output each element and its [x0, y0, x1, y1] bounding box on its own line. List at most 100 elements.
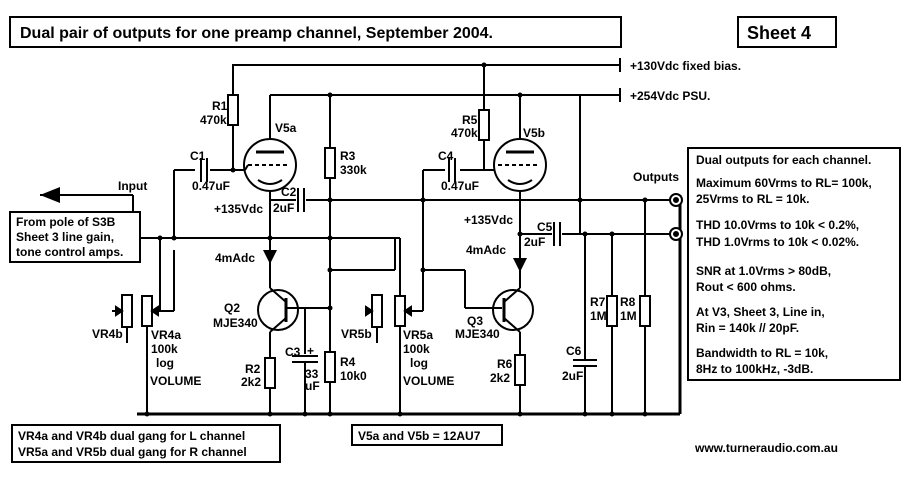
- c4-name: C4: [438, 149, 454, 163]
- junction-dots: [144, 62, 648, 417]
- r2-value: 2k2: [241, 375, 261, 389]
- r7-name: R7: [590, 295, 606, 309]
- r3-name: R3: [340, 149, 356, 163]
- r1-name: R1: [212, 99, 228, 113]
- r4-value: 10k0: [340, 369, 367, 383]
- tube-v5a: [243, 138, 297, 238]
- r2-name: R2: [245, 362, 261, 376]
- r5-value: 470k: [451, 126, 478, 140]
- vr5a-name: VR5a: [403, 328, 433, 342]
- spec-line-6: SNR at 1.0Vrms > 80dB,: [696, 264, 831, 278]
- c6-name: C6: [566, 344, 582, 358]
- spec-line-1: Dual outputs for each channel.: [696, 153, 871, 167]
- sheet-box: Sheet 4: [737, 16, 837, 48]
- input-label: Input: [118, 179, 147, 193]
- c5-name: C5: [537, 220, 553, 234]
- resistor-r3: [324, 147, 336, 179]
- resistor-r6: [514, 354, 526, 386]
- r7-value: 1M: [590, 309, 607, 323]
- q3-name: Q3: [467, 314, 483, 328]
- c3-value2: uF: [305, 379, 320, 393]
- c1-name: C1: [190, 149, 206, 163]
- spec-line-3: 25Vrms to RL = 10k.: [696, 192, 810, 206]
- current-left: 4mAdc: [215, 251, 255, 265]
- r5-name: R5: [462, 113, 478, 127]
- c1-value: 0.47uF: [192, 179, 230, 193]
- diagram-title: Dual pair of outputs for one preamp chan…: [20, 25, 493, 42]
- spec-line-9: Rin = 140k // 20pF.: [696, 321, 799, 335]
- v5a-label: V5a: [275, 121, 297, 135]
- spec-line-2: Maximum 60Vrms to RL= 100k,: [696, 176, 872, 190]
- title-box: Dual pair of outputs for one preamp chan…: [9, 16, 622, 48]
- r3-value: 330k: [340, 163, 367, 177]
- pot-vr5b: [365, 294, 383, 343]
- gang-note-box: VR4a and VR4b dual gang for L channel VR…: [11, 424, 281, 463]
- pot-vr4a: [141, 250, 175, 414]
- source-note-box: From pole of S3B Sheet 3 line gain, tone…: [9, 211, 141, 263]
- website-text: www.turneraudio.com.au: [694, 441, 838, 455]
- spec-line-8: At V3, Sheet 3, Line in,: [696, 305, 825, 319]
- spec-line-7: Rout < 600 ohms.: [696, 280, 796, 294]
- sheet-number: Sheet 4: [747, 23, 811, 43]
- v135-right: +135Vdc: [464, 213, 513, 227]
- transistor-q2: [257, 238, 330, 358]
- current-arrow-right: [513, 258, 527, 272]
- c6-value: 2uF: [562, 369, 583, 383]
- capacitor-c3: [292, 308, 318, 414]
- resistor-r4: [324, 351, 336, 383]
- pot-vr4b: [112, 294, 133, 343]
- outputs-label: Outputs: [633, 170, 679, 184]
- current-right: 4mAdc: [466, 243, 506, 257]
- capacitor-c4: [448, 158, 456, 182]
- output-jack-1: [669, 193, 683, 207]
- q3-part: MJE340: [455, 327, 500, 341]
- gang-note-line1: VR4a and VR4b dual gang for L channel: [18, 429, 245, 443]
- bias-rail-label: +130Vdc fixed bias.: [630, 59, 741, 73]
- source-note-line2: Sheet 3 line gain,: [16, 230, 114, 244]
- spec-line-5: THD 1.0Vrms to 10k < 0.02%.: [696, 235, 859, 249]
- vr5a-function: VOLUME: [403, 374, 454, 388]
- q2-name: Q2: [224, 301, 240, 315]
- q2-part: MJE340: [213, 316, 258, 330]
- vr4a-function: VOLUME: [150, 374, 201, 388]
- v5b-label: V5b: [523, 126, 545, 140]
- c2-name: C2: [281, 185, 297, 199]
- c3-value1: 33: [305, 367, 319, 381]
- resistor-r1: [227, 94, 239, 126]
- capacitor-c6: [573, 234, 597, 414]
- r6-name: R6: [497, 357, 513, 371]
- resistor-r2: [264, 357, 276, 389]
- v135-left: +135Vdc: [214, 202, 263, 216]
- c4-value: 0.47uF: [441, 179, 479, 193]
- c3-plus: +: [307, 344, 314, 358]
- specs-box: Dual outputs for each channel. Maximum 6…: [687, 147, 901, 381]
- vr4a-name: VR4a: [151, 328, 181, 342]
- psu-rail-label: +254Vdc PSU.: [630, 89, 710, 103]
- capacitor-c5: [520, 222, 670, 246]
- tube-note-box: V5a and V5b = 12AU7: [351, 424, 503, 446]
- vr5b-label: VR5b: [341, 327, 372, 341]
- vr5a-value: 100k: [403, 342, 430, 356]
- c5-value: 2uF: [524, 235, 545, 249]
- transistor-q3: [492, 287, 534, 355]
- vr4b-label: VR4b: [92, 327, 123, 341]
- c2-value: 2uF: [273, 201, 294, 215]
- vr4a-taper: log: [156, 356, 174, 370]
- current-arrow-left: [263, 250, 277, 264]
- vr5a-taper: log: [410, 356, 428, 370]
- source-note-line3: tone control amps.: [16, 245, 123, 259]
- spec-line-4: THD 10.0Vrms to 10k < 0.2%,: [696, 218, 859, 232]
- r4-name: R4: [340, 355, 356, 369]
- r1-value: 470k: [200, 113, 227, 127]
- tube-note: V5a and V5b = 12AU7: [358, 429, 481, 443]
- r8-name: R8: [620, 295, 636, 309]
- resistor-r7: [606, 295, 618, 327]
- vr4a-value: 100k: [151, 342, 178, 356]
- gang-note-line2: VR5a and VR5b dual gang for R channel: [18, 445, 247, 459]
- output-jack-2: [669, 227, 683, 241]
- c3-name: C3: [285, 345, 301, 359]
- stage2-wiring: [394, 169, 502, 309]
- resistor-r5: [478, 109, 490, 141]
- spec-line-10: Bandwidth to RL = 10k,: [696, 346, 828, 360]
